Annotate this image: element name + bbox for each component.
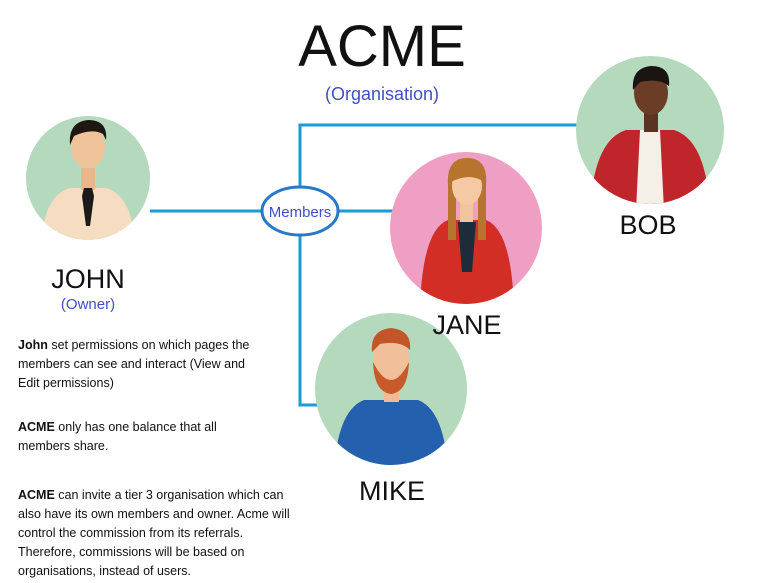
connector-hub-bob: [298, 123, 578, 188]
connector-hub-mike: [298, 236, 320, 407]
mike-name: MIKE: [358, 476, 425, 506]
note-permissions: John set permissions on which pages the …: [18, 336, 258, 393]
john-avatar: [26, 116, 150, 240]
organisation-subtitle: (Organisation): [324, 84, 440, 104]
note-balance-text: only has one balance that all members sh…: [18, 420, 217, 453]
bob-avatar: [576, 56, 724, 204]
note-balance: ACME only has one balance that all membe…: [18, 418, 258, 456]
mike-avatar: [315, 313, 467, 465]
jane-name: JANE: [432, 310, 502, 340]
bob-name: BOB: [619, 210, 677, 240]
note-tier3: ACME can invite a tier 3 organisation wh…: [18, 486, 303, 581]
note-tier3-bold: ACME: [18, 488, 55, 502]
note-permissions-text: set permissions on which pages the membe…: [18, 338, 250, 390]
note-balance-bold: ACME: [18, 420, 55, 434]
note-tier3-text: can invite a tier 3 organisation which c…: [18, 488, 290, 578]
members-hub-label: Members: [269, 204, 332, 221]
connector-lines: [150, 123, 578, 407]
john-name: JOHN: [51, 264, 125, 294]
organisation-title: ACME: [298, 14, 466, 79]
members-hub: [260, 185, 340, 237]
jane-avatar: [390, 152, 542, 304]
john-role: (Owner): [60, 296, 116, 313]
note-permissions-bold: John: [18, 338, 48, 352]
